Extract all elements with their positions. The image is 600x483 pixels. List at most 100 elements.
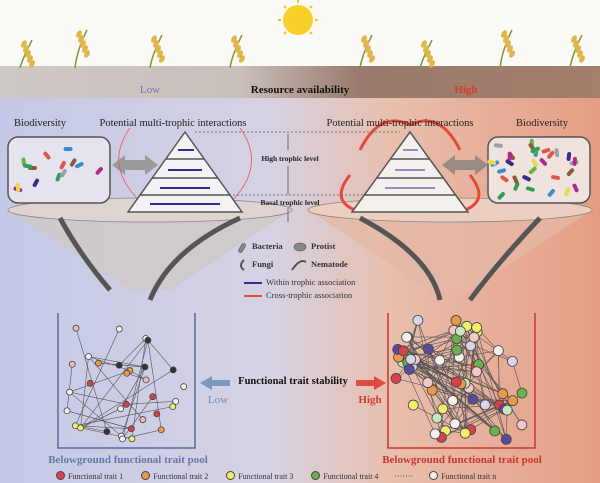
left-pool-box — [57, 313, 196, 449]
network-edge — [88, 356, 131, 371]
microbe-icon — [75, 161, 84, 169]
stability-low-label: Low — [207, 394, 229, 406]
microbe-icon — [551, 175, 560, 180]
trait-node — [141, 363, 149, 371]
network-edge — [66, 364, 73, 411]
stability-label: Functional trait stability — [238, 376, 348, 387]
microbe-icon — [487, 159, 497, 166]
organism-legend-icons — [238, 242, 307, 271]
left-network — [63, 324, 188, 443]
trait-node — [128, 435, 136, 443]
trait-node — [115, 325, 123, 333]
trait-node — [489, 425, 501, 437]
network-edge — [80, 369, 174, 429]
microbe-icon — [539, 158, 548, 166]
microbe-icon — [528, 166, 537, 175]
network-edge — [478, 364, 500, 406]
trait-node — [497, 388, 509, 400]
right-pool-box — [387, 313, 536, 449]
network-edge — [66, 410, 132, 430]
microbe-icon — [564, 187, 571, 197]
trait-node — [169, 366, 177, 374]
right-link-arrow — [442, 155, 488, 175]
network-edge — [80, 340, 149, 429]
network-edge — [75, 328, 120, 426]
trait-node — [117, 405, 125, 413]
trait-node — [412, 314, 424, 326]
legend-protist: Protist — [311, 241, 336, 251]
basal-trophic-label: Basal trophic level — [260, 198, 320, 207]
trait-node — [85, 353, 92, 360]
nematode-icon — [291, 260, 307, 271]
network-edge — [434, 387, 470, 435]
left-link-arrow — [112, 155, 158, 175]
right-pool-label: Belowground functional trait pool — [382, 454, 542, 466]
fungi-icon — [240, 259, 245, 271]
network-edge — [428, 349, 466, 434]
trait-node — [103, 428, 111, 436]
trait-node — [506, 355, 518, 367]
trait-node — [447, 395, 459, 406]
wheat-icon — [569, 34, 585, 69]
trait-n-dot — [429, 471, 439, 480]
low-stability-arrow — [200, 376, 230, 390]
trait-node — [142, 376, 150, 384]
trait-2-label: Functional trait 2 — [153, 472, 209, 481]
microbe-icon — [513, 182, 520, 191]
trait-3-dot — [226, 471, 236, 480]
left-flow-arrow — [57, 216, 112, 292]
trait-node — [139, 416, 147, 423]
trait-node — [429, 428, 441, 440]
network-edge — [403, 350, 507, 440]
trait-node — [459, 427, 471, 439]
trait-node — [180, 383, 188, 390]
trait-node — [149, 393, 157, 401]
network-edge — [456, 338, 479, 365]
trait-node — [119, 435, 126, 443]
microbe-icon — [500, 175, 509, 183]
trait-node — [422, 377, 434, 389]
microbe-icon — [530, 147, 540, 154]
microbe-icon — [547, 150, 555, 159]
left-pyramid — [118, 127, 252, 213]
right-biodiversity-title: Biodiversity — [516, 118, 568, 129]
microbe-icon — [522, 175, 531, 182]
network-edge — [75, 328, 108, 432]
trait-node — [450, 315, 462, 326]
trait-3-label: Functional trait 3 — [238, 472, 294, 481]
microbe-icon — [512, 175, 519, 184]
network-edge — [147, 340, 174, 371]
microbe-icon — [95, 166, 103, 175]
microbe-icon — [69, 158, 77, 167]
network-edge — [407, 356, 503, 394]
network-edge — [456, 338, 513, 362]
microbe-icon — [60, 169, 67, 178]
trait-legend: Functional trait 1 Functional trait 2 Fu… — [56, 471, 496, 481]
trait-n-label: Functional trait n — [441, 472, 497, 481]
network-edge — [407, 336, 466, 434]
network-edge — [80, 408, 121, 429]
trait-node — [77, 424, 84, 432]
microbe-icon — [566, 168, 575, 176]
trait-node — [115, 361, 123, 369]
network-edge — [69, 370, 131, 393]
right-flow-arrow — [358, 215, 443, 301]
trait-node — [68, 360, 76, 368]
trait-node — [401, 331, 413, 343]
trait-node — [516, 387, 528, 399]
bacteria-icon — [238, 243, 246, 253]
trait-1-label: Functional trait 1 — [68, 472, 124, 481]
trait-node — [157, 426, 165, 434]
microbe-icon — [572, 183, 579, 193]
trait-4-dot — [311, 471, 321, 480]
trait-node — [516, 419, 528, 431]
legend-bacteria: Bacteria — [252, 241, 283, 251]
trait-node — [437, 403, 449, 415]
trait-node — [169, 403, 177, 411]
trait-node — [405, 353, 417, 365]
microbes — [13, 138, 579, 200]
wheat-icon — [499, 29, 515, 69]
left-biodiversity-box — [7, 136, 111, 204]
trait-node — [390, 373, 402, 384]
trait-node — [407, 399, 419, 411]
